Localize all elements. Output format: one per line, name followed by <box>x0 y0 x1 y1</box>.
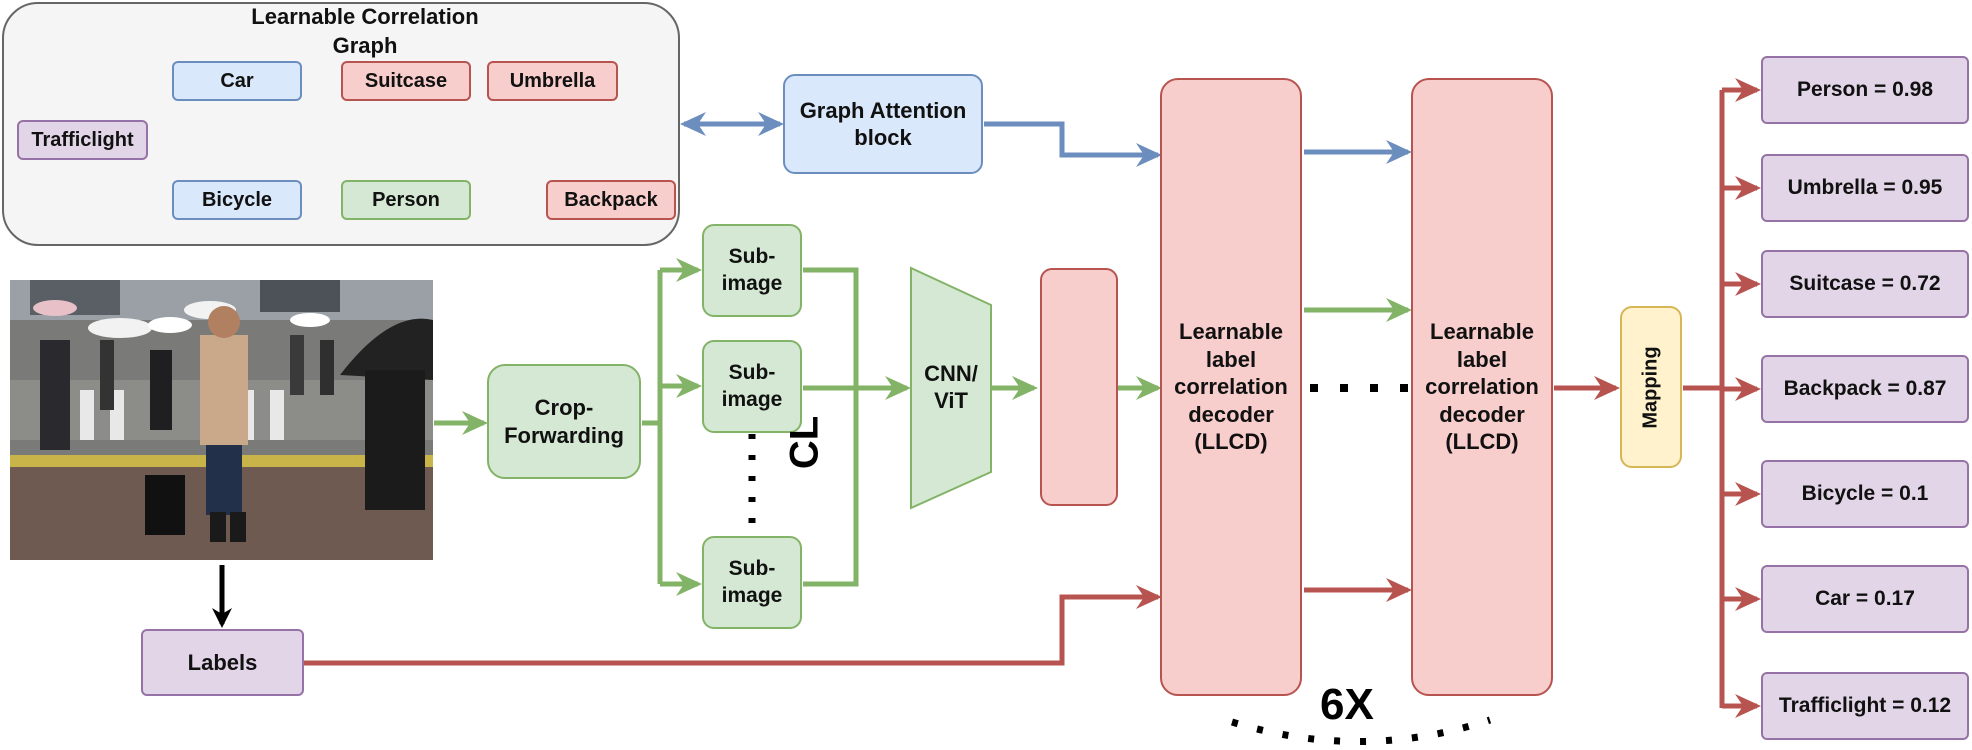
token-block <box>1040 268 1118 506</box>
node-trafficlight: Trafficlight <box>17 120 148 160</box>
labels-block: Labels <box>141 629 304 696</box>
node-car: Car <box>172 61 302 101</box>
node-suitcase: Suitcase <box>341 61 471 101</box>
backbone-shape <box>910 266 992 510</box>
repeat-arc <box>1230 716 1492 745</box>
graph-attention-block: Graph Attention block <box>783 74 983 174</box>
edge-attention-llcd1 <box>984 121 1162 167</box>
input-image <box>10 280 433 560</box>
output-score-1: Umbrella = 0.95 <box>1761 154 1969 222</box>
mapping-label: Mapping <box>1639 345 1662 429</box>
edge-merge-sub1 <box>803 267 859 587</box>
sub-image-2: Sub- image <box>702 340 802 433</box>
edge-labels-llcd1 <box>304 585 1162 666</box>
output-score-4: Bicycle = 0.1 <box>1761 460 1969 528</box>
output-score-2: Suitcase = 0.72 <box>1761 250 1969 318</box>
output-score-5: Car = 0.17 <box>1761 565 1969 633</box>
output-score-6: Trafficlight = 0.12 <box>1761 672 1969 740</box>
node-person: Person <box>341 180 471 220</box>
mapping-block: Mapping <box>1620 306 1682 468</box>
graph-title: Learnable Correlation Graph <box>251 4 479 58</box>
output-score-3: Backpack = 0.87 <box>1761 355 1969 423</box>
node-bicycle: Bicycle <box>172 180 302 220</box>
sub-image-1: Sub- image <box>702 224 802 317</box>
output-score-0: Person = 0.98 <box>1761 56 1969 124</box>
cl-label: CL <box>782 415 827 470</box>
crop-forwarding-block: Crop- Forwarding <box>487 364 641 479</box>
llcd-block-2: Learnable label correlation decoder (LLC… <box>1411 78 1553 696</box>
node-backpack: Backpack <box>546 180 676 220</box>
llcd-block-1: Learnable label correlation decoder (LLC… <box>1160 78 1302 696</box>
backbone-label: CNN/ ViT <box>924 360 978 414</box>
sub-image-3: Sub- image <box>702 536 802 629</box>
repeat-label: 6X <box>1320 680 1374 729</box>
node-umbrella: Umbrella <box>487 61 618 101</box>
